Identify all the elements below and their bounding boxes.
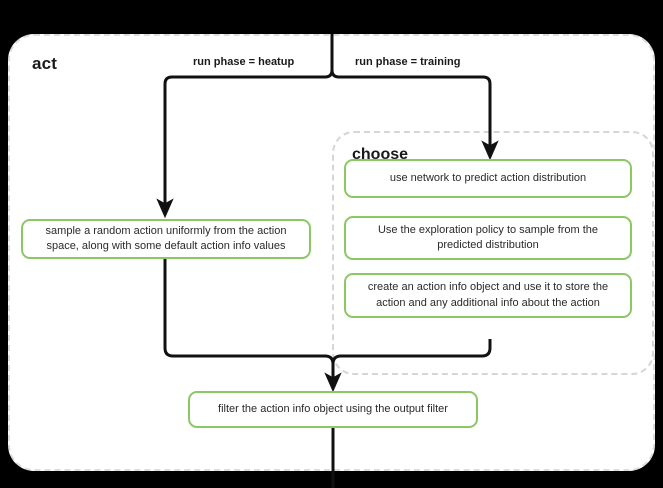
edge-label-training: run phase = training xyxy=(355,56,461,68)
node-sample-random-action[interactable]: sample a random action uniformly from th… xyxy=(21,219,311,259)
group-choose-action-label-line1: choose xyxy=(352,146,409,163)
node-use-network-predict[interactable]: use network to predict action distributi… xyxy=(344,159,632,198)
edge-label-heatup: run phase = heatup xyxy=(193,56,295,68)
node-create-action-info[interactable]: create an action info object and use it … xyxy=(344,273,632,318)
group-act-label: act xyxy=(32,54,58,73)
node-filter-action-info[interactable]: filter the action info object using the … xyxy=(188,391,478,428)
node-exploration-policy[interactable]: Use the exploration policy to sample fro… xyxy=(344,216,632,260)
